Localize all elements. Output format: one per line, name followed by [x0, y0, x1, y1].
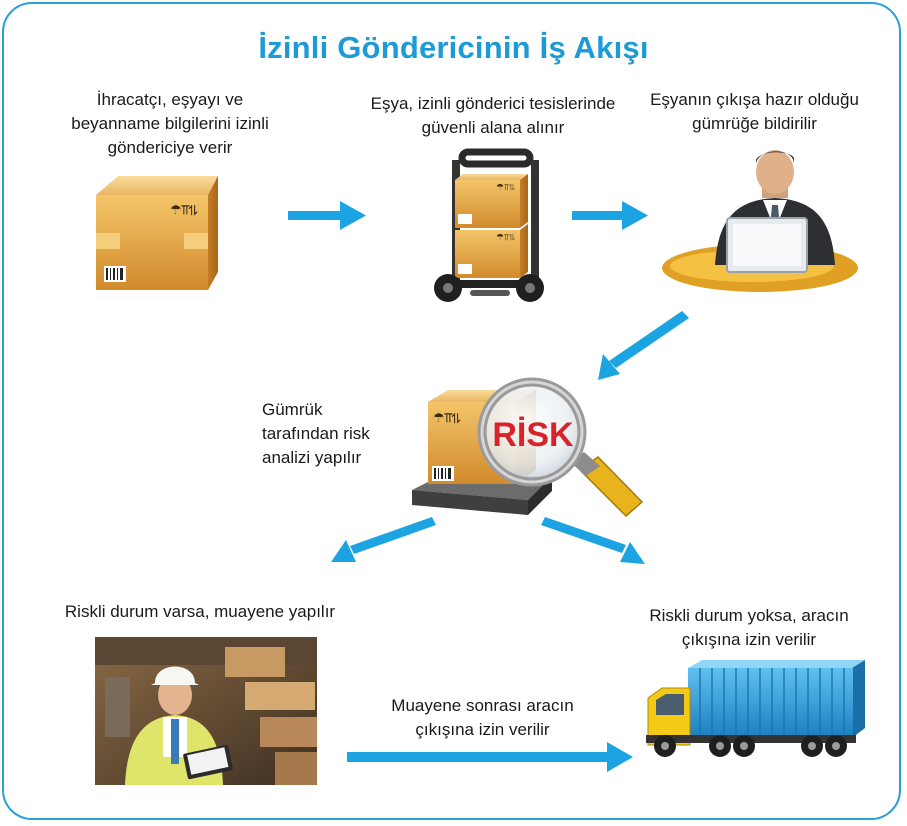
arrow-step1-to-step2 [288, 201, 366, 230]
step-5-text: Riskli durum varsa, muayene yapılır [64, 602, 336, 621]
arrow-step4-to-step6 [541, 517, 645, 564]
arrow-step5-to-step6 [347, 742, 633, 772]
cardboard-box-icon: ☂⫪⥮ [96, 176, 218, 290]
svg-text:☂⫪⥮: ☂⫪⥮ [496, 183, 516, 193]
step-3-text: Eşyanın çıkışa hazır olduğu gümrüğe bild… [650, 90, 859, 133]
truck-icon [646, 660, 865, 757]
step-4-text: Gümrük tarafından risk analizi yapılır [262, 400, 370, 467]
customs-officer-laptop-icon [662, 150, 858, 292]
svg-text:☂⫪⥮: ☂⫪⥮ [433, 411, 461, 426]
svg-text:☂⫪⥮: ☂⫪⥮ [170, 203, 198, 218]
arrow-step2-to-step3 [572, 201, 648, 230]
step-7-text: Muayene sonrası aracın çıkışına izin ver… [391, 696, 574, 739]
arrow-step4-to-step5 [331, 517, 436, 562]
hand-truck-icon: ☂⫪⥮ ☂⫪⥮ [434, 148, 544, 302]
risk-analysis-icon: ☂⫪⥮ RİSK [412, 377, 644, 518]
step-2-text: Eşya, izinli gönderici tesislerinde güve… [370, 94, 616, 137]
diagram-title: İzinli Göndericinin İş Akışı [258, 30, 649, 65]
step-1-text: İhracatçı, eşyayı ve beyanname bilgileri… [71, 90, 269, 157]
risk-label: RİSK [492, 416, 574, 454]
arrow-step3-to-step4 [598, 311, 689, 380]
step-6-text: Riskli durum yoksa, aracın çıkışına izin… [649, 606, 849, 649]
inspection-photo [95, 637, 317, 785]
svg-text:☂⫪⥮: ☂⫪⥮ [496, 233, 516, 243]
